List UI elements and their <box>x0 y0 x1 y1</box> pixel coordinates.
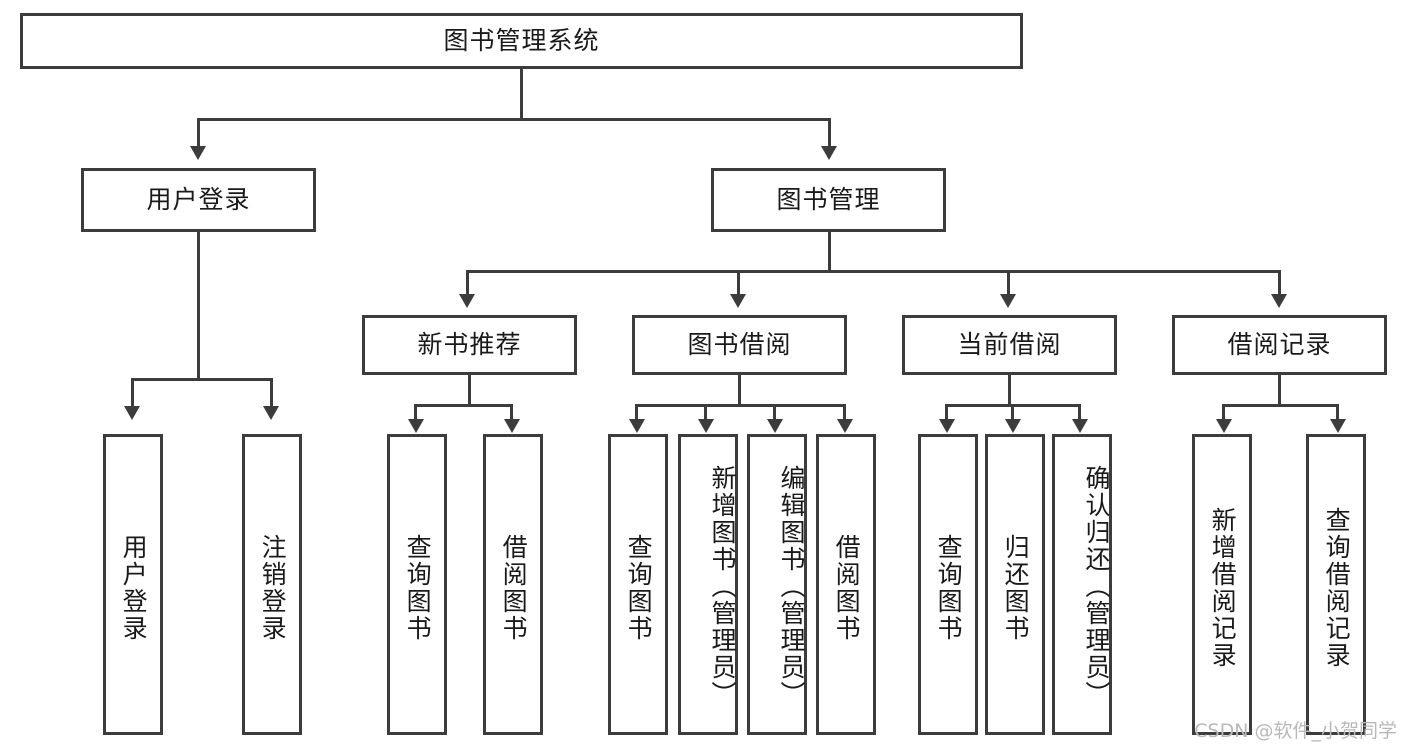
node-label: 查询图书 <box>934 533 964 642</box>
connector-nbr-leg-2 <box>510 404 513 421</box>
connector-br-leg-1 <box>1222 404 1225 421</box>
node-label: 确认归还（管理员） <box>1082 465 1111 708</box>
connector-br-leg-2 <box>1336 404 1339 421</box>
arrowhead-user-login-leaf-2 <box>263 406 279 420</box>
connector-level2-bus <box>466 270 1281 273</box>
arrowhead-nbr-leaf-2 <box>504 419 520 433</box>
leaf-current-borrow-confirm-return-admin[interactable]: 确认归还（管理员） <box>1052 434 1112 735</box>
node-label: 借阅图书 <box>832 533 862 642</box>
watermark-text: CSDN @软件_小贺同学 <box>1194 720 1397 742</box>
leaf-borrow-record-add-record[interactable]: 新增借阅记录 <box>1192 434 1252 735</box>
arrowhead-cb-leaf-3 <box>1072 419 1088 433</box>
leaf-new-book-query-book[interactable]: 查询图书 <box>387 434 447 735</box>
leaf-user-login-login[interactable]: 用户登录 <box>103 434 163 735</box>
connector-cb-leg-3 <box>1078 404 1081 421</box>
connector-root-to-user-login <box>197 118 200 148</box>
connector-user-login-bus <box>131 378 270 381</box>
leaf-book-borrow-edit-book-admin[interactable]: 编辑图书（管理员） <box>747 434 807 735</box>
node-label: 查询借阅记录 <box>1322 506 1352 669</box>
connector-borrow-record-trunk <box>1278 375 1281 406</box>
connector-book-borrow-trunk <box>738 375 741 406</box>
connector-user-login-leg-2 <box>270 378 273 408</box>
node-label: 新书推荐 <box>417 329 522 359</box>
node-label: 查询图书 <box>403 533 433 642</box>
arrowhead-nbr-leaf-1 <box>408 419 424 433</box>
node-user-login[interactable]: 用户登录 <box>81 168 316 232</box>
arrowhead-bb-leaf-3 <box>767 419 783 433</box>
node-label: 图书借阅 <box>687 329 792 359</box>
leaf-borrow-record-query-record[interactable]: 查询借阅记录 <box>1306 434 1366 735</box>
leaf-book-borrow-borrow-book[interactable]: 借阅图书 <box>816 434 876 735</box>
connector-bb-leg-3 <box>773 404 776 421</box>
connector-root-bus <box>197 118 831 121</box>
connector-cb-leg-2 <box>1011 404 1014 421</box>
arrowhead-to-new-book-recommend <box>459 294 475 308</box>
leaf-user-login-logout[interactable]: 注销登录 <box>242 434 302 735</box>
arrowhead-to-current-borrow <box>1000 294 1016 308</box>
node-label: 查询图书 <box>624 533 654 642</box>
connector-borrow-record-bus <box>1222 404 1336 407</box>
arrowhead-root-to-book-management <box>821 146 837 160</box>
connector-root-to-book-management <box>828 118 831 148</box>
node-root-book-management-system[interactable]: 图书管理系统 <box>20 13 1023 69</box>
connector-book-borrow-bus <box>635 404 843 407</box>
connector-user-login-trunk <box>197 232 200 380</box>
arrowhead-bb-leaf-2 <box>698 419 714 433</box>
node-book-borrow[interactable]: 图书借阅 <box>632 315 847 375</box>
connector-bb-leg-1 <box>635 404 638 421</box>
node-label: 新增图书（管理员） <box>708 465 737 708</box>
node-label: 当前借阅 <box>957 329 1062 359</box>
leaf-new-book-borrow-book[interactable]: 借阅图书 <box>483 434 543 735</box>
connector-cb-leg-1 <box>945 404 948 421</box>
node-label: 用户登录 <box>146 184 251 214</box>
connector-bb-leg-4 <box>843 404 846 421</box>
arrowhead-user-login-leaf-1 <box>124 406 140 420</box>
arrowhead-cb-leaf-1 <box>939 419 955 433</box>
node-label: 编辑图书（管理员） <box>777 465 806 708</box>
arrowhead-bb-leaf-4 <box>837 419 853 433</box>
arrowhead-to-book-borrow <box>730 294 746 308</box>
arrowhead-bb-leaf-1 <box>629 419 645 433</box>
leaf-book-borrow-add-book-admin[interactable]: 新增图书（管理员） <box>678 434 738 735</box>
leaf-book-borrow-query-book[interactable]: 查询图书 <box>608 434 668 735</box>
arrowhead-br-leaf-2 <box>1330 419 1346 433</box>
node-new-book-recommend[interactable]: 新书推荐 <box>362 315 577 375</box>
arrowhead-root-to-user-login <box>190 146 206 160</box>
node-label: 用户登录 <box>119 533 149 642</box>
node-label: 借阅图书 <box>499 533 529 642</box>
leaf-current-borrow-return-book[interactable]: 归还图书 <box>985 434 1045 735</box>
arrowhead-br-leaf-1 <box>1216 419 1232 433</box>
node-label: 图书管理系统 <box>443 25 600 55</box>
connector-to-new-book-recommend <box>466 270 469 296</box>
connector-current-borrow-trunk <box>1008 375 1011 406</box>
connector-root-trunk <box>520 69 523 120</box>
arrowhead-cb-leaf-2 <box>1005 419 1021 433</box>
node-label: 图书管理 <box>776 184 881 214</box>
node-borrow-record[interactable]: 借阅记录 <box>1172 315 1387 375</box>
leaf-current-borrow-query-book[interactable]: 查询图书 <box>918 434 978 735</box>
node-label: 新增借阅记录 <box>1208 506 1238 669</box>
connector-to-borrow-record <box>1278 270 1281 296</box>
connector-new-book-recommend-bus <box>414 404 513 407</box>
connector-new-book-recommend-trunk <box>468 375 471 406</box>
connector-bb-leg-2 <box>704 404 707 421</box>
node-book-management[interactable]: 图书管理 <box>711 168 946 232</box>
connector-nbr-leg-1 <box>414 404 417 421</box>
node-label: 借阅记录 <box>1227 329 1332 359</box>
connector-to-current-borrow <box>1007 270 1010 296</box>
node-label: 归还图书 <box>1001 533 1031 642</box>
arrowhead-to-borrow-record <box>1271 294 1287 308</box>
connector-book-management-trunk <box>828 232 831 272</box>
node-current-borrow[interactable]: 当前借阅 <box>902 315 1117 375</box>
connector-to-book-borrow <box>737 270 740 296</box>
connector-user-login-leg-1 <box>131 378 134 408</box>
node-label: 注销登录 <box>258 533 288 642</box>
